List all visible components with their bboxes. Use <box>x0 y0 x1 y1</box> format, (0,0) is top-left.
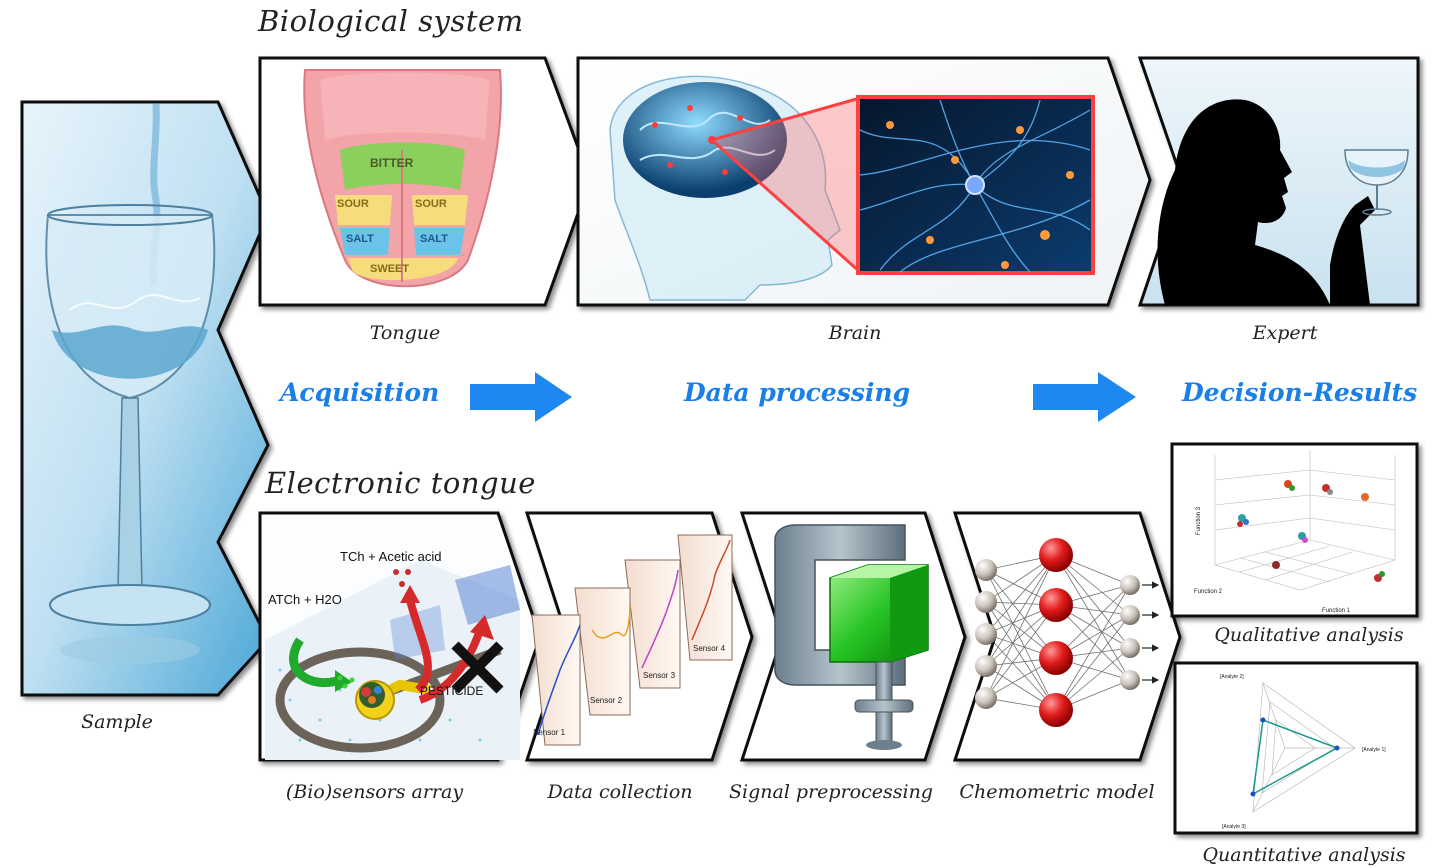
tongue-sour-left-label: SOUR <box>337 198 369 210</box>
tongue-sweet-label: SWEET <box>370 263 410 275</box>
wine-glass-illustration <box>45 103 216 664</box>
caption-data-collection: Data collection <box>547 781 693 803</box>
sensor-3-label: Sensor 3 <box>643 671 676 680</box>
sensor-4-label: Sensor 4 <box>693 644 726 653</box>
electronic-tongue-title: Electronic tongue <box>265 466 536 500</box>
caption-signal-preprocessing: Signal preprocessing <box>729 781 933 803</box>
caption-sample: Sample <box>81 711 153 733</box>
caption-qualitative-analysis: Qualitative analysis <box>1214 624 1404 646</box>
analyte-3-label: [Analyte 3] <box>1222 824 1246 830</box>
qualitative-plot-panel <box>1170 442 1419 618</box>
sensor-2-label: Sensor 2 <box>590 696 623 705</box>
qualitative-scatter-3d: Function 3 Function 2 Function 1 <box>1194 450 1396 614</box>
stage-acquisition: Acquisition <box>280 378 440 407</box>
caption-sensors-array: (Bio)sensors array <box>285 781 464 803</box>
analyte-1-label: [Analyte 1] <box>1362 747 1386 753</box>
analyte-2-label: [Analyte 2] <box>1220 674 1244 680</box>
stage-decision-results: Decision-Results <box>1182 378 1418 407</box>
quantitative-radar-chart: [Analyte 2] [Analyte 1] [Analyte 3] <box>1220 674 1386 830</box>
processing-to-decision-arrow <box>1033 372 1136 422</box>
tongue-salt-right-label: SALT <box>420 233 448 245</box>
inhibitor-label: PESTICIDE <box>420 684 483 698</box>
biological-system-title: Biological system <box>258 4 524 38</box>
stage-data-processing: Data processing <box>684 378 911 407</box>
product-label: TCh + Acetic acid <box>340 549 442 564</box>
sensor-1-label: Sensor 1 <box>533 728 566 737</box>
neural-network-illustration <box>975 538 1160 727</box>
expert-silhouette <box>1157 99 1409 306</box>
caption-brain: Brain <box>828 322 882 344</box>
substrate-label: ATCh + H2O <box>268 592 342 607</box>
qual-axis-y: Function 2 <box>1194 589 1223 595</box>
tongue-illustration <box>303 69 502 288</box>
clamp-illustration <box>774 524 929 750</box>
tongue-sour-right-label: SOUR <box>415 198 447 210</box>
qual-axis-z: Function 3 <box>1196 506 1202 535</box>
caption-chemometric-model: Chemometric model <box>959 781 1155 803</box>
brain-illustration <box>609 75 1095 301</box>
acquisition-to-processing-arrow <box>470 372 572 422</box>
tongue-salt-left-label: SALT <box>346 233 374 245</box>
caption-tongue: Tongue <box>369 322 441 344</box>
tongue-bitter-label: BITTER <box>370 156 414 170</box>
caption-quantitative-analysis: Quantitative analysis <box>1202 844 1406 866</box>
qual-axis-x: Function 1 <box>1322 608 1351 614</box>
caption-expert: Expert <box>1252 322 1318 344</box>
sensor-curves-illustration: Sensor 1 Sensor 2 Sensor 3 Sensor 4 <box>531 534 733 746</box>
sensor-array-illustration: TCh + Acetic acid ATCh + H2O PESTICIDE <box>265 549 520 760</box>
